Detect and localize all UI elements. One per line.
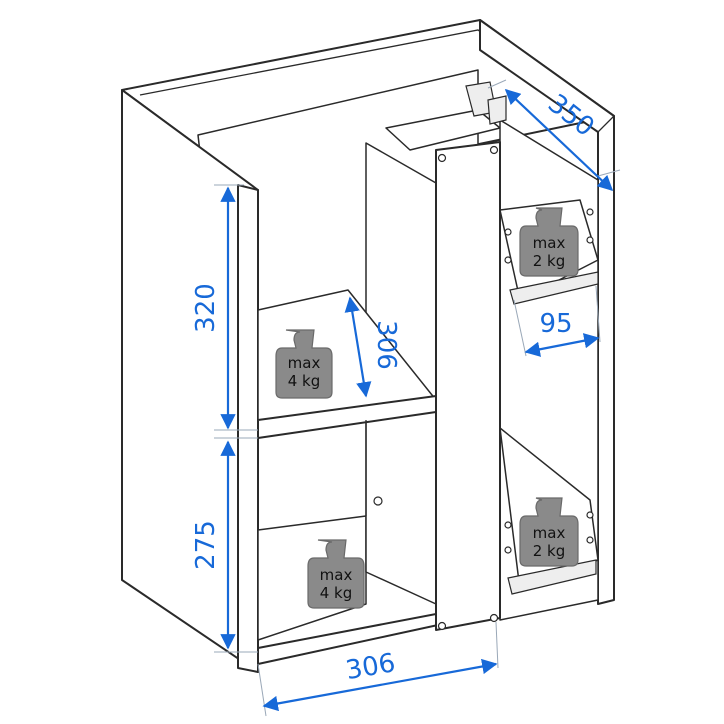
hinge-screw — [504, 521, 512, 529]
weight-line1: max — [533, 234, 566, 252]
weight-icon — [275, 329, 333, 399]
upper-basket-rail — [509, 271, 599, 305]
weight-line2: 2 kg — [533, 252, 566, 270]
extension-line — [487, 79, 507, 89]
dimension-drawer-depth: 95 — [513, 285, 601, 357]
weight-line1: max — [533, 524, 566, 542]
dimension-line — [344, 296, 372, 398]
dimension-shelf-depth: 306 — [344, 296, 401, 398]
door-screw-top-left — [437, 153, 447, 163]
weight-badge-drawer-lower: max 2 kg — [519, 497, 579, 567]
dimension-label-width: 306 — [344, 648, 398, 686]
weight-line2: 2 kg — [533, 542, 566, 560]
hinge-screw — [504, 256, 512, 264]
dimension-label-drawer-depth: 95 — [539, 309, 572, 339]
dimension-lower-height: 275 — [191, 437, 258, 653]
hinge-screw — [586, 236, 594, 244]
shelf-pin — [373, 496, 383, 506]
dimension-label-lower-height: 275 — [191, 520, 221, 570]
dimension-line — [504, 88, 614, 192]
dimension-upper-height: 320 — [191, 184, 258, 431]
hinge-screw — [586, 208, 594, 216]
pullout-door-panel — [435, 141, 501, 631]
dimension-line — [524, 333, 600, 357]
extension-line — [513, 299, 527, 357]
weight-line2: 4 kg — [288, 372, 321, 390]
door-screw-top-right — [489, 145, 499, 155]
weight-badge-shelf-lower: max 4 kg — [307, 539, 365, 609]
weight-badge-shelf-upper: max 4 kg — [275, 329, 333, 399]
hinge-screw — [586, 511, 594, 519]
weight-badge-drawer-upper: max 2 kg — [519, 207, 579, 277]
extension-line — [495, 621, 499, 669]
weight-icon — [519, 497, 579, 567]
door-top-edge — [435, 141, 501, 151]
hinge-screw — [504, 546, 512, 554]
weight-icon — [307, 539, 365, 609]
left-side-front-edge — [237, 184, 259, 673]
weight-line1: max — [288, 354, 321, 372]
hinge-screw — [504, 228, 512, 236]
dimension-label-upper-height: 320 — [191, 283, 221, 333]
dimension-label-shelf-depth: 306 — [371, 320, 401, 370]
hinge-screw — [586, 536, 594, 544]
door-screw-bottom-left — [437, 621, 447, 631]
top-bracket-block — [487, 95, 507, 125]
extension-line — [595, 285, 601, 343]
door-screw-bottom-right — [489, 613, 499, 623]
weight-line2: 4 kg — [320, 584, 353, 602]
dimension-line — [262, 658, 498, 712]
weight-icon — [519, 207, 579, 277]
extension-line — [257, 663, 267, 717]
weight-line1: max — [320, 566, 353, 584]
